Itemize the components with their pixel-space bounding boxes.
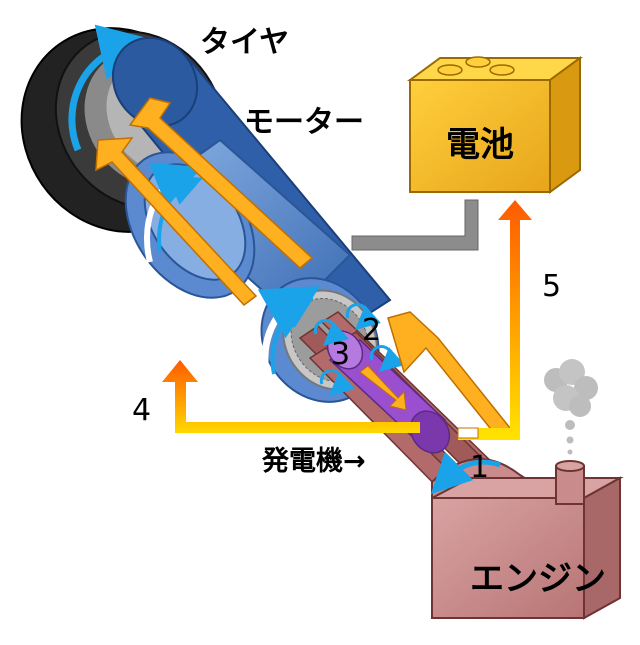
rotation-arrow-icon [313, 319, 349, 346]
rotation-arrow-icon [270, 297, 314, 375]
label-battery: 電池 [446, 125, 514, 165]
step-number-3: 3 [331, 337, 350, 372]
rotation-arrow-icon [369, 345, 405, 372]
rotation-arrow-icon [345, 303, 381, 330]
step-number-4: 4 [132, 393, 151, 428]
flow-arrow-4 [162, 360, 420, 433]
battery-wire [351, 199, 479, 251]
step-number-2: 2 [362, 313, 381, 348]
flow-arrow-5 [457, 200, 532, 440]
label-generator: 発電機→ [261, 446, 366, 477]
rotation-arrow-icon [430, 451, 501, 495]
label-engine: エンジン [470, 559, 606, 599]
battery [406, 56, 584, 194]
power-flow-arrows-motor [95, 97, 314, 307]
rotation-arrow-icon [68, 24, 156, 152]
label-motor: モーター [244, 105, 364, 140]
step-number-1: 1 [470, 450, 489, 485]
label-tire: タイヤ [200, 25, 289, 60]
rotation-arrow-icon [319, 369, 355, 396]
smoke-icon [544, 359, 598, 455]
engine [430, 359, 624, 620]
step-number-5: 5 [542, 269, 561, 304]
